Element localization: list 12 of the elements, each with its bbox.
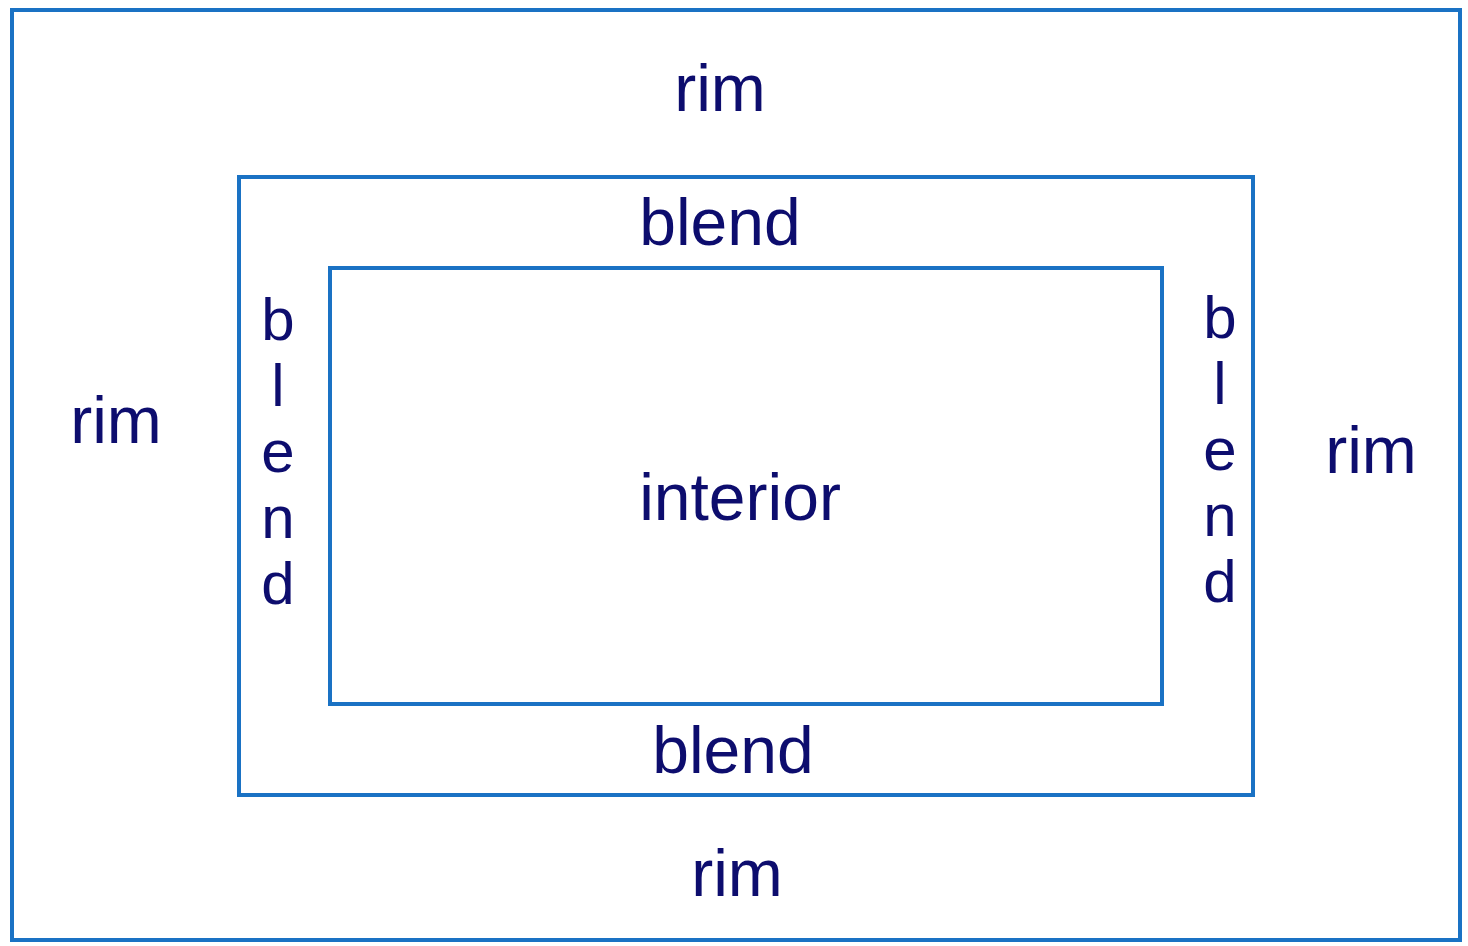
interior-region-box xyxy=(328,266,1164,706)
region-label: blend xyxy=(1202,285,1238,615)
rim-region-box xyxy=(10,8,1462,942)
region-label: blend xyxy=(260,287,296,617)
blend-region-box xyxy=(237,175,1255,797)
region-label: rim xyxy=(1325,417,1417,483)
region-label: rim xyxy=(691,840,783,906)
region-label: blend xyxy=(652,717,814,783)
region-label: rim xyxy=(70,387,162,453)
region-label: rim xyxy=(674,55,766,121)
region-label: blend xyxy=(639,189,801,255)
region-label: interior xyxy=(639,464,841,530)
